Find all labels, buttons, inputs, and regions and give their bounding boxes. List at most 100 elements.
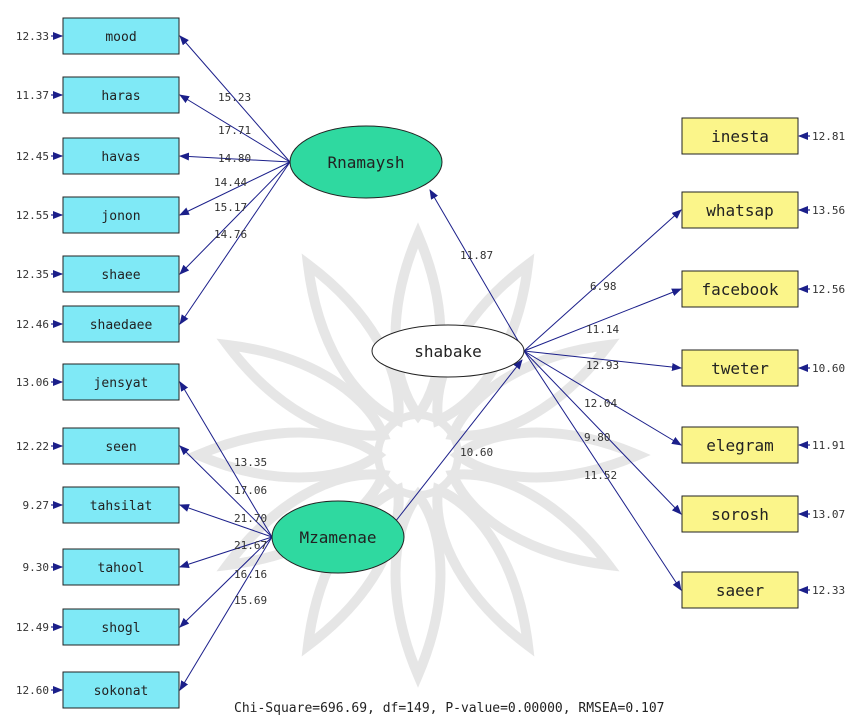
path-mzamenae-to-shabake [394, 359, 523, 523]
indicator-box-sorosh [681, 495, 799, 533]
error-value-shogl: 12.49 [16, 621, 49, 634]
path-label-mzamenae-shabake: 10.60 [460, 446, 493, 459]
loading-value-jonon: 14.44 [214, 176, 247, 189]
loading-arrow-shaedaee [179, 161, 291, 325]
loading-value-whatsap: 6.98 [590, 280, 617, 293]
indicator-label-jonon: jonon [101, 209, 140, 224]
loading-value-tahool: 21.67 [234, 539, 267, 552]
path-label-shabake-rnamaysh: 11.87 [460, 249, 493, 262]
indicator-box-shaedaee [62, 305, 180, 343]
loading-arrow-facebook [523, 288, 682, 352]
loading-value-haras: 17.71 [218, 124, 251, 137]
loading-value-jensyat: 13.35 [234, 456, 267, 469]
error-value-whatsap: 13.56 [812, 204, 845, 217]
indicator-label-facebook: facebook [701, 280, 778, 299]
loading-value-shaedaee: 14.76 [214, 228, 247, 241]
error-value-jonon: 12.55 [16, 209, 49, 222]
indicator-box-shogl [62, 608, 180, 646]
latent-rnamaysh: Rnamaysh [289, 125, 443, 199]
indicator-label-shogl: shogl [101, 621, 140, 636]
loading-arrow-havas [179, 152, 291, 163]
indicator-box-elegram [681, 426, 799, 464]
loading-value-sokonat: 15.69 [234, 594, 267, 607]
loading-arrow-shogl [179, 536, 273, 628]
indicator-label-haras: haras [101, 89, 140, 104]
loading-arrow-mood [179, 35, 291, 163]
indicator-label-elegram: elegram [706, 436, 773, 455]
latent-rnamaysh-label: Rnamaysh [327, 153, 404, 172]
indicator-box-whatsap [681, 191, 799, 229]
loading-value-elegram: 12.04 [584, 397, 617, 410]
indicator-box-tahsilat [62, 486, 180, 524]
latent-mzamenae-label: Mzamenae [299, 528, 376, 547]
latent-shabake: shabake [371, 324, 525, 378]
indicator-label-inesta: inesta [711, 127, 769, 146]
indicator-box-inesta [681, 117, 799, 155]
indicator-label-tahool: tahool [98, 561, 145, 576]
indicator-label-shaee: shaee [101, 268, 140, 283]
loading-arrow-seen [179, 445, 273, 538]
indicator-box-saeer [681, 571, 799, 609]
loading-value-sorosh: 9.80 [584, 431, 611, 444]
error-value-jensyat: 13.06 [16, 376, 49, 389]
loading-arrow-tahool [179, 536, 273, 569]
loading-value-havas: 14.80 [218, 152, 251, 165]
indicator-label-tweter: tweter [711, 359, 769, 378]
error-value-sokonat: 12.60 [16, 684, 49, 697]
error-value-facebook: 12.56 [812, 283, 845, 296]
error-value-havas: 12.45 [16, 150, 49, 163]
indicator-box-havas [62, 137, 180, 175]
error-value-saeer: 12.33 [812, 584, 845, 597]
loading-arrow-whatsap [523, 209, 682, 352]
loading-value-saeer: 11.52 [584, 469, 617, 482]
indicator-box-facebook [681, 270, 799, 308]
indicator-label-whatsap: whatsap [706, 201, 773, 220]
error-value-shaee: 12.35 [16, 268, 49, 281]
indicator-label-saeer: saeer [716, 581, 765, 600]
indicator-box-tweter [681, 349, 799, 387]
error-value-tahool: 9.30 [23, 561, 50, 574]
indicator-label-havas: havas [101, 150, 140, 165]
loading-value-seen: 17.06 [234, 484, 267, 497]
error-value-shaedaee: 12.46 [16, 318, 49, 331]
watermark-ornament [185, 222, 651, 688]
latent-mzamenae: Mzamenae [271, 500, 405, 574]
path-shabake-to-rnamaysh [429, 189, 525, 352]
error-value-haras: 11.37 [16, 89, 49, 102]
indicator-label-sorosh: sorosh [711, 505, 769, 524]
error-value-sorosh: 13.07 [812, 508, 845, 521]
indicator-box-haras [62, 76, 180, 114]
indicator-box-tahool [62, 548, 180, 586]
loading-arrow-sorosh [523, 350, 682, 515]
indicator-box-mood [62, 17, 180, 55]
loading-value-mood: 15.23 [218, 91, 251, 104]
loading-value-tweter: 12.93 [586, 359, 619, 372]
loading-value-tahsilat: 21.70 [234, 512, 267, 525]
loading-value-shogl: 16.16 [234, 568, 267, 581]
indicator-label-seen: seen [105, 440, 136, 455]
error-value-mood: 12.33 [16, 30, 49, 43]
error-value-elegram: 11.91 [812, 439, 845, 452]
indicator-label-shaedaee: shaedaee [90, 318, 153, 333]
indicator-box-jonon [62, 196, 180, 234]
indicator-box-shaee [62, 255, 180, 293]
error-value-inesta: 12.81 [812, 130, 845, 143]
loading-arrow-tweter [523, 350, 682, 372]
loading-value-shaee: 15.17 [214, 201, 247, 214]
loading-arrow-elegram [523, 350, 682, 446]
error-value-seen: 12.22 [16, 440, 49, 453]
error-value-tweter: 10.60 [812, 362, 845, 375]
indicator-box-sokonat [62, 671, 180, 709]
loading-value-facebook: 11.14 [586, 323, 619, 336]
error-value-tahsilat: 9.27 [23, 499, 50, 512]
loading-arrow-tahsilat [179, 504, 273, 538]
latent-shabake-label: shabake [414, 342, 481, 361]
loading-arrow-sokonat [179, 536, 273, 691]
indicator-label-jensyat: jensyat [94, 376, 149, 391]
loading-arrow-jensyat [179, 381, 273, 538]
indicator-box-seen [62, 427, 180, 465]
indicator-box-jensyat [62, 363, 180, 401]
loading-arrow-shaee [179, 161, 291, 275]
loading-arrow-haras [179, 94, 291, 163]
fit-statistics: Chi-Square=696.69, df=149, P-value=0.000… [234, 701, 664, 716]
